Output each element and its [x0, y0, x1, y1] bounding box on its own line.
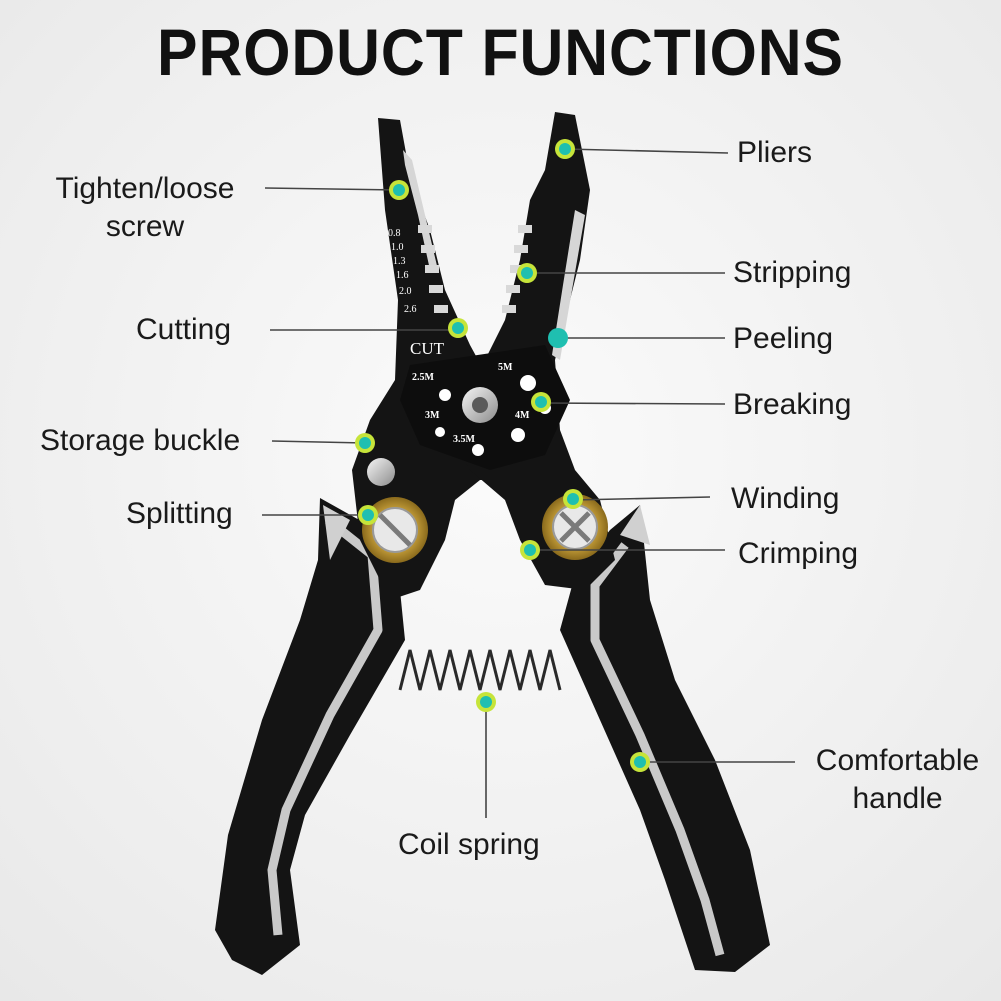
size-mark: 5M: [498, 362, 513, 373]
gauge-mark: 0.8: [388, 228, 401, 239]
dot-storage: [355, 433, 375, 453]
dot-splitting: [358, 505, 378, 525]
label-coil-spring: Coil spring: [398, 828, 540, 861]
label-tighten: Tighten/loose screw: [55, 172, 235, 243]
right-screw: [542, 494, 608, 560]
dot-handle: [630, 752, 650, 772]
size-mark: 3.5M: [453, 434, 476, 445]
label-stripping: Stripping: [733, 256, 852, 289]
label-cutting: Cutting: [136, 313, 232, 346]
label-splitting: Splitting: [126, 497, 233, 530]
label-winding: Winding: [731, 482, 840, 515]
dot-cutting: [448, 318, 468, 338]
leader-lines: [262, 148, 795, 818]
dot-spring: [476, 692, 496, 712]
size-mark: 4M: [515, 410, 530, 421]
size-mark: 2.5M: [412, 372, 435, 383]
gauge-mark: 2.6: [404, 304, 417, 315]
label-breaking: Breaking: [733, 388, 852, 421]
dot-stripping: [517, 263, 537, 283]
dot-pliers: [555, 139, 575, 159]
storage-buckle-knob: [367, 458, 395, 486]
gauge-mark: 1.3: [393, 256, 406, 267]
cut-mark: CUT: [410, 339, 445, 358]
label-storage-buckle: Storage buckle: [40, 424, 241, 457]
label-comfortable-handle: Comfortable handle: [815, 744, 980, 815]
page-title: PRODUCT FUNCTIONS: [157, 15, 844, 89]
size-mark: 3M: [425, 410, 440, 421]
callout-dots: [355, 139, 650, 772]
dot-breaking: [531, 392, 551, 412]
gauge-mark: 1.0: [391, 242, 404, 253]
left-screw: [362, 497, 428, 563]
label-crimping: Crimping: [738, 537, 859, 570]
left-jaw: [352, 118, 520, 600]
dot-crimping: [520, 540, 540, 560]
right-handle: [560, 505, 770, 972]
pivot-plate: [400, 345, 570, 470]
gauge-mark: 2.0: [399, 286, 412, 297]
dot-tighten: [389, 180, 409, 200]
dot-winding: [563, 489, 583, 509]
gauge-mark: 1.6: [396, 270, 409, 281]
label-pliers: Pliers: [737, 136, 813, 169]
label-peeling: Peeling: [733, 322, 834, 355]
coil-spring: [398, 649, 562, 691]
dot-peeling: [548, 328, 568, 348]
